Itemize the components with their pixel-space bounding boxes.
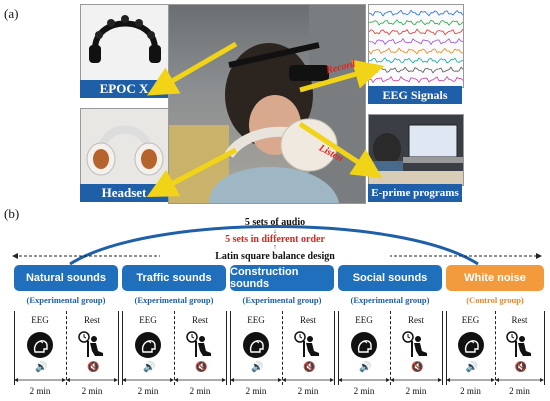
brain-head-icon bbox=[457, 332, 484, 358]
condition-construction-sounds: Construction sounds bbox=[230, 265, 334, 291]
rest-phase-label: Rest bbox=[191, 315, 208, 325]
resting-seat-icon bbox=[186, 331, 211, 357]
eeg-phase-label: EEG bbox=[355, 315, 373, 325]
block-divider bbox=[495, 311, 496, 385]
block-left-border bbox=[338, 311, 339, 385]
condition-white-noise: White noise bbox=[446, 265, 544, 291]
block-right-border bbox=[544, 311, 545, 385]
brain-head-icon bbox=[243, 332, 269, 358]
svg-text:↑: ↑ bbox=[273, 243, 277, 251]
flow-arrows bbox=[146, 41, 385, 197]
resting-seat-icon bbox=[294, 331, 319, 357]
epoc-caption: EPOC X bbox=[80, 80, 168, 98]
resting-seat-icon bbox=[505, 331, 531, 357]
block-right-border bbox=[118, 311, 119, 385]
different-order-label: 5 sets in different order bbox=[225, 234, 325, 245]
speaker-on-icon: 🔊 bbox=[251, 362, 264, 373]
headset-device-icon bbox=[89, 15, 161, 63]
group-label-4: (Experimental group) bbox=[350, 295, 430, 305]
rest-duration-label: 2 min bbox=[405, 386, 427, 396]
eeg-duration-label: 2 min bbox=[245, 386, 267, 396]
brain-head-icon bbox=[351, 332, 377, 358]
speaker-on-icon: 🔊 bbox=[143, 362, 156, 373]
rest-phase-label: Rest bbox=[407, 315, 424, 325]
rest-phase-label: Rest bbox=[511, 315, 528, 325]
resting-seat-icon bbox=[402, 331, 427, 357]
arrow-to-eprime bbox=[298, 121, 383, 179]
block-left-border bbox=[122, 311, 123, 385]
eeg-duration-label: 2 min bbox=[353, 386, 375, 396]
speaker-muted-icon: 🔇 bbox=[411, 362, 424, 373]
eeg-duration-label: 2 min bbox=[29, 386, 51, 396]
block-left-border bbox=[14, 311, 15, 385]
condition-social-sounds: Social sounds bbox=[338, 265, 442, 291]
block-left-border bbox=[230, 311, 231, 385]
speaker-on-icon: 🔊 bbox=[359, 362, 372, 373]
block-right-border bbox=[226, 311, 227, 385]
duration-arrows bbox=[446, 378, 544, 382]
block-left-border bbox=[446, 311, 447, 385]
duration-arrows bbox=[338, 378, 442, 382]
block-right-border bbox=[334, 311, 335, 385]
arrow-to-headset bbox=[146, 147, 238, 197]
rest-duration-label: 2 min bbox=[81, 386, 103, 396]
eeg-phase-label: EEG bbox=[139, 315, 157, 325]
speaker-muted-icon: 🔇 bbox=[195, 362, 208, 373]
group-label-1: (Experimental group) bbox=[26, 295, 106, 305]
eeg-phase-label: EEG bbox=[247, 315, 265, 325]
speaker-on-icon: 🔊 bbox=[35, 362, 48, 373]
block-divider bbox=[66, 311, 67, 385]
rest-phase-label: Rest bbox=[299, 315, 316, 325]
rest-duration-label: 2 min bbox=[509, 386, 530, 396]
panel-b-label: (b) bbox=[4, 206, 20, 221]
duration-arrows bbox=[122, 378, 226, 382]
speaker-muted-icon: 🔇 bbox=[87, 362, 100, 373]
group-label-2: (Experimental group) bbox=[134, 295, 214, 305]
rest-phase-label: Rest bbox=[83, 315, 100, 325]
block-divider bbox=[174, 311, 175, 385]
rest-duration-label: 2 min bbox=[189, 386, 211, 396]
duration-arrows bbox=[230, 378, 334, 382]
laptop-icon bbox=[369, 124, 463, 185]
rest-duration-label: 2 min bbox=[297, 386, 319, 396]
block-divider bbox=[282, 311, 283, 385]
condition-traffic-sounds: Traffic sounds bbox=[122, 265, 226, 291]
duration-arrows bbox=[14, 378, 118, 382]
headphones-icon bbox=[86, 125, 164, 176]
audio-sets-title: 5 sets of audio bbox=[244, 217, 306, 228]
condition-natural-sounds: Natural sounds bbox=[14, 265, 118, 291]
svg-text:↓: ↓ bbox=[273, 227, 277, 235]
group-label-3: (Experimental group) bbox=[242, 295, 322, 305]
eeg-duration-label: 2 min bbox=[137, 386, 159, 396]
participant-illustration bbox=[169, 5, 365, 203]
brain-head-icon bbox=[27, 332, 53, 358]
eeg-caption: EEG Signals bbox=[368, 86, 462, 104]
resting-seat-icon bbox=[78, 331, 103, 357]
eeg-phase-label: EEG bbox=[31, 315, 49, 325]
panel-a-label: (a) bbox=[4, 6, 19, 21]
block-right-border bbox=[442, 311, 443, 385]
speaker-muted-icon: 🔇 bbox=[514, 362, 527, 373]
arrow-to-epoc bbox=[147, 41, 238, 96]
eprime-caption: E-prime programs bbox=[368, 184, 462, 202]
eprime-photo bbox=[368, 114, 464, 186]
eeg-waveforms bbox=[369, 9, 463, 84]
speaker-muted-icon: 🔇 bbox=[303, 362, 316, 373]
group-label-5: (Control group) bbox=[466, 295, 524, 305]
brain-head-icon bbox=[135, 332, 161, 358]
eeg-phase-label: EEG bbox=[461, 315, 480, 325]
arrow-to-eeg bbox=[299, 59, 385, 93]
eeg-duration-label: 2 min bbox=[460, 386, 481, 396]
headset-caption: Headset bbox=[80, 184, 168, 202]
latin-square-label: Latin square balance design bbox=[160, 251, 390, 262]
block-divider bbox=[390, 311, 391, 385]
speaker-on-icon: 🔊 bbox=[465, 362, 478, 373]
